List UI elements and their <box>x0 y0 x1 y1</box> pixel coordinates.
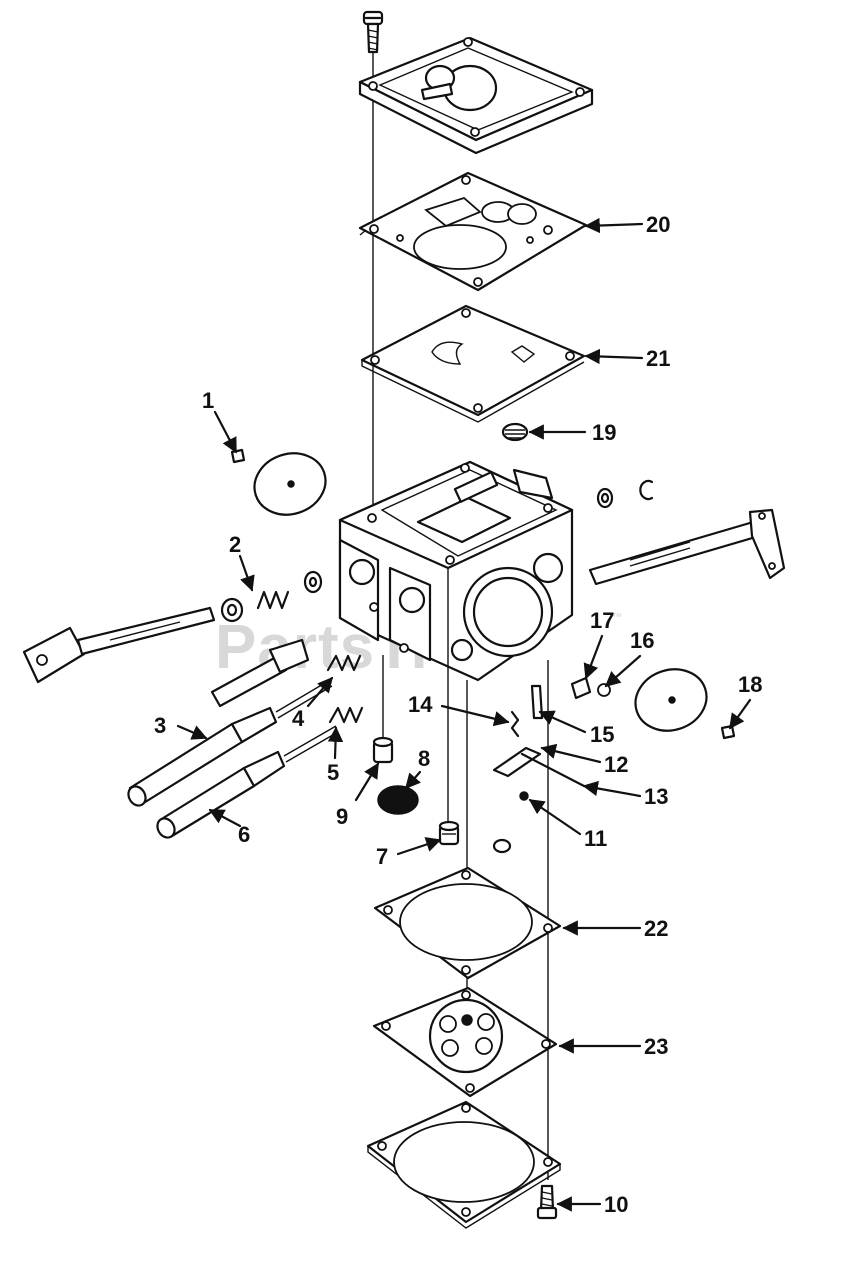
callout-labels: 1 2 3 4 5 6 7 8 9 10 11 12 13 14 15 16 1… <box>154 212 762 1217</box>
callout-12: 12 <box>604 752 628 777</box>
callout-16: 16 <box>630 628 654 653</box>
right-clip-parts <box>596 479 654 509</box>
callout-3: 3 <box>154 713 166 738</box>
leader-arrows <box>176 217 752 1212</box>
diaphragm-21 <box>360 304 586 423</box>
callout-22: 22 <box>644 916 668 941</box>
callout-8: 8 <box>418 746 430 771</box>
part-9 <box>372 736 394 764</box>
callout-21: 21 <box>646 346 670 371</box>
needle-3 <box>127 679 333 807</box>
choke-shaft <box>22 597 244 684</box>
callout-10: 10 <box>604 1192 628 1217</box>
choke-plate-1 <box>230 448 327 516</box>
watermark-trademark: ™ <box>612 612 622 623</box>
callout-6: 6 <box>238 822 250 847</box>
callout-19: 19 <box>592 420 616 445</box>
callout-7: 7 <box>376 844 388 869</box>
callout-15: 15 <box>590 722 614 747</box>
needle-6 <box>156 725 339 839</box>
idle-shaft <box>210 638 310 708</box>
carburetor-body <box>338 460 574 682</box>
throttle-shaft <box>588 508 786 586</box>
part-19-inlet-valve <box>501 422 529 442</box>
spring-5 <box>328 706 364 724</box>
callout-17: 17 <box>590 608 614 633</box>
callout-14: 14 <box>408 692 433 717</box>
callout-18: 18 <box>738 672 762 697</box>
throttle-plate-16 <box>634 668 736 740</box>
bottom-cover <box>366 1100 562 1229</box>
callout-9: 9 <box>336 804 348 829</box>
small-fitting <box>492 838 512 854</box>
top-screw <box>362 10 384 54</box>
callout-5: 5 <box>327 760 339 785</box>
spring-4 <box>326 654 362 672</box>
screw-10 <box>536 1184 558 1220</box>
part-7 <box>438 820 460 846</box>
callout-13: 13 <box>644 784 668 809</box>
callout-2: 2 <box>229 532 241 557</box>
gasket-20 <box>358 171 588 292</box>
callout-1: 1 <box>202 388 214 413</box>
part-8 <box>377 785 419 815</box>
top-cover <box>358 36 594 155</box>
callout-23: 23 <box>644 1034 668 1059</box>
callout-20: 20 <box>646 212 670 237</box>
gasket-22 <box>373 866 562 980</box>
spring-2 <box>256 570 323 610</box>
callout-11: 11 <box>584 826 607 851</box>
callout-4: 4 <box>292 706 305 731</box>
diaphragm-23 <box>372 986 558 1098</box>
